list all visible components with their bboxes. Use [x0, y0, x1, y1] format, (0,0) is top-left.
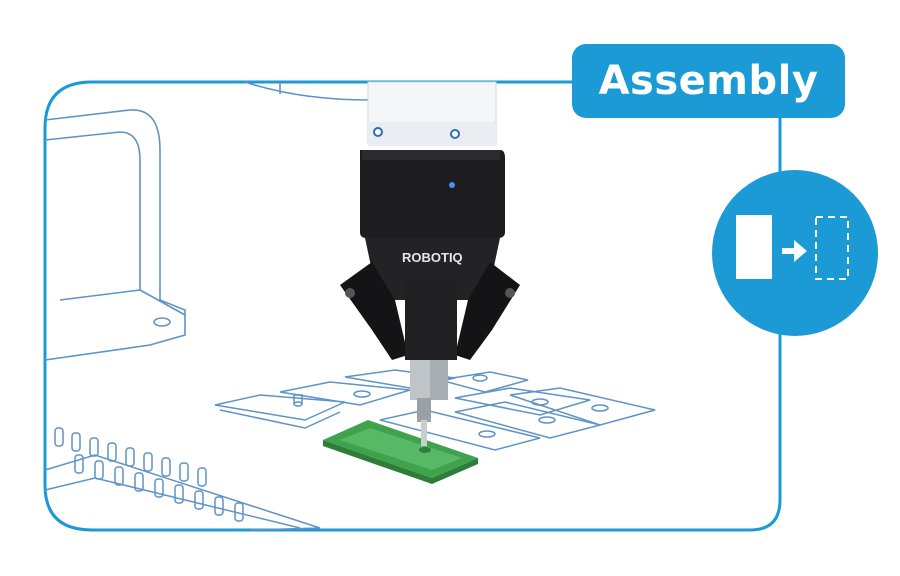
assembly-badge: Assembly	[572, 44, 845, 118]
green-tray	[323, 420, 478, 484]
pegboard-outline	[44, 427, 321, 531]
move-to-slot-icon	[712, 170, 878, 336]
robot-base-outline	[44, 81, 371, 361]
gripper-brand-label: ROBOTIQ	[402, 250, 463, 265]
robot-wrist	[367, 81, 497, 146]
gripper: ROBOTIQ	[340, 150, 520, 446]
assembly-label: Assembly	[598, 58, 819, 104]
